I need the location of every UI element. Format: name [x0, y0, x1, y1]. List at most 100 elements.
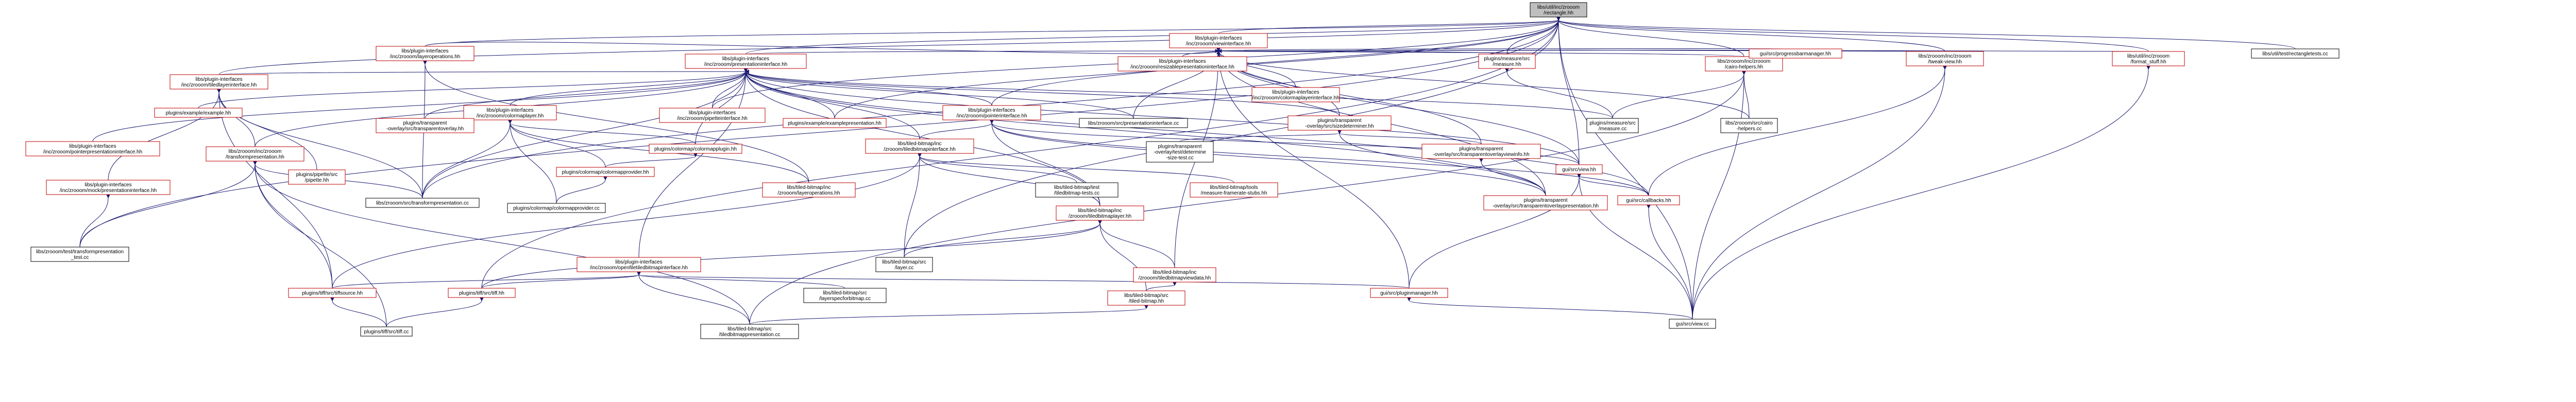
file-node-label: libs/zrooom/src/transformpresentation.cc — [376, 201, 469, 206]
file-node[interactable]: libs/zrooom/test/transformpresentation_t… — [30, 247, 129, 262]
file-node[interactable]: libs/zrooom/inc/zrooom/cairo-helpers.hh — [1705, 56, 1783, 72]
file-node[interactable]: libs/tiled-bitmap/inc/zrooom/tiledbitmap… — [1056, 205, 1144, 221]
file-node[interactable]: libs/zrooom/src/cairo-helpers.cc — [1720, 118, 1778, 133]
file-node-label: libs/tiled-bitmap/inc — [1153, 270, 1196, 275]
file-node[interactable]: libs/util/test/rectangletests.cc — [2251, 48, 2340, 59]
file-node[interactable]: plugins/tiff/src/tiffsource.hh — [288, 288, 377, 298]
file-node[interactable]: plugins/transparent-overlay/test/determi… — [1146, 141, 1214, 163]
file-node-label: libs/plugin-interfaces — [1159, 59, 1206, 64]
file-node[interactable]: plugins/tiff/src/tiff.cc — [360, 326, 413, 337]
include-edge — [904, 156, 920, 258]
include-edge — [219, 92, 256, 147]
file-node[interactable]: libs/plugin-interfaces/inc/zrooom/tiledl… — [170, 74, 268, 90]
file-node[interactable]: libs/util/inc/zrooom/format_stuff.hh — [2112, 51, 2185, 66]
include-edge — [92, 72, 746, 142]
file-node-box — [649, 144, 742, 154]
file-node[interactable]: libs/plugin-interfaces/inc/zrooom/presen… — [685, 54, 807, 69]
file-node[interactable]: libs/tiled-bitmap/test/tiledbitmap-tests… — [1035, 182, 1118, 198]
file-node[interactable]: libs/tiled-bitmap/inc/zrooom/tiledbitmap… — [1133, 267, 1216, 283]
file-node[interactable]: gui/src/view.cc — [1669, 319, 1716, 329]
file-node[interactable]: libs/zrooom/src/transformpresentation.cc — [365, 198, 480, 208]
include-edge — [919, 123, 992, 139]
file-node[interactable]: gui/src/progressbarmanager.hh — [1749, 48, 1842, 59]
file-node[interactable]: gui/src/pluginmanager.hh — [1370, 288, 1448, 298]
file-node-label: plugins/tiff/src/tiff.cc — [364, 329, 409, 335]
file-node-label: plugins/colormap/colormapprovider.hh — [562, 170, 649, 176]
file-node-label: libs/plugin-interfaces — [1272, 90, 1319, 95]
include-edge — [920, 156, 1077, 183]
file-node-label: /inc/zrooom/layeroperations.hh — [390, 54, 461, 60]
file-node-box — [1483, 195, 1608, 211]
file-node-label: libs/tiled-bitmap/src — [727, 326, 772, 332]
file-node[interactable]: plugins/transparent-overlay/src/sizedete… — [1287, 115, 1392, 131]
file-node[interactable]: libs/plugin-interfaces/inc/zrooom/mock/p… — [46, 180, 171, 195]
include-edge — [749, 74, 1744, 325]
file-node[interactable]: gui/src/view.hh — [1555, 164, 1603, 174]
file-node-label: libs/tiled-bitmap/inc — [897, 141, 941, 147]
file-node[interactable]: libs/plugin-interfaces/inc/zrooom/colorm… — [1251, 87, 1340, 102]
file-node-label: /measure.hh — [1493, 62, 1521, 67]
file-node[interactable]: libs/tiled-bitmap/src/tiledbitmappresent… — [700, 324, 799, 339]
file-node-label: /tiled-bitmap.hh — [1129, 299, 1164, 304]
include-edge — [79, 164, 255, 248]
file-node-box — [1251, 87, 1340, 102]
file-node[interactable]: libs/plugin-interfaces/inc/zrooom/resiza… — [1117, 56, 1247, 72]
file-node-box — [2112, 51, 2185, 66]
include-edge — [386, 301, 482, 327]
file-node[interactable]: plugins/example/examplepresentation.hh — [783, 118, 887, 128]
include-edge — [108, 92, 219, 181]
include-edge — [1409, 177, 1579, 289]
file-node-label: /measure-framerate-stubs.hh — [1201, 190, 1267, 196]
file-node[interactable]: libs/zrooom/src/presentationinterface.cc — [1079, 118, 1188, 128]
file-node-label: /zrooom/tiledbitmapinterface.hh — [884, 147, 956, 152]
file-node[interactable]: gui/src/callbacks.hh — [1617, 195, 1680, 205]
file-node[interactable]: plugins/pipette/src/pipette.hh — [288, 169, 346, 185]
file-node-box — [1530, 2, 1587, 18]
file-node[interactable]: libs/tiled-bitmap/inc/zrooom/tiledbitmap… — [865, 138, 974, 154]
file-node[interactable]: libs/plugin-interfaces/inc/zrooom/openfi… — [577, 257, 701, 272]
file-node[interactable]: plugins/measure/src/measure.hh — [1478, 54, 1536, 69]
file-node[interactable]: plugins/measure/src/measure.cc — [1586, 118, 1639, 133]
include-edge — [1692, 69, 2148, 320]
include-edge — [991, 20, 1558, 106]
file-node-label: /inc/zrooom/colormaplayer.hh — [477, 113, 544, 119]
file-node-label: /inc/zrooom/pointerpresentationinterface… — [43, 149, 142, 155]
file-node-label: plugins/pipette/src — [296, 172, 338, 178]
file-node[interactable]: plugins/tiff/src/tiff.hh — [448, 288, 516, 298]
file-node[interactable]: plugins/colormap/colormapplugin.hh — [649, 144, 742, 154]
file-node[interactable]: libs/plugin-interfaces/inc/zrooom/pointe… — [942, 105, 1041, 120]
include-edge — [920, 156, 1234, 183]
file-node[interactable]: libs/zrooom/inc/zrooom/tweak-view.hh — [1906, 51, 1984, 66]
file-node-label: libs/util/test/rectangletests.cc — [2262, 51, 2328, 57]
file-node[interactable]: libs/tiled-bitmap/src/layerspecforbitmap… — [803, 288, 887, 303]
file-node[interactable]: plugins/colormap/colormapprovider.hh — [556, 167, 655, 177]
file-node-box — [288, 169, 346, 185]
file-node[interactable]: libs/plugin-interfaces/inc/zrooom/viewin… — [1169, 33, 1268, 48]
file-node[interactable]: libs/plugin-interfaces/inc/zrooom/colorm… — [463, 105, 557, 120]
file-node[interactable]: plugins/transparent-overlay/src/transpar… — [376, 118, 474, 133]
file-node-label: libs/plugin-interfaces — [968, 108, 1015, 113]
file-node-box — [1749, 48, 1842, 59]
file-node-box — [365, 198, 480, 208]
file-node-label: libs/tiled-bitmap/inc — [1078, 208, 1122, 214]
file-node-box — [783, 118, 887, 128]
include-edge — [510, 123, 557, 204]
file-node[interactable]: libs/tiled-bitmap/src/layer.cc — [875, 257, 933, 272]
file-node-label: gui/src/view.hh — [1562, 167, 1596, 173]
file-node[interactable]: libs/tiled-bitmap/tools/measure-framerat… — [1190, 182, 1278, 198]
include-edge — [422, 123, 510, 199]
file-node[interactable]: libs/plugin-interfaces/inc/zrooom/pointe… — [25, 141, 160, 156]
file-node[interactable]: libs/tiled-bitmap/src/tiled-bitmap.hh — [1107, 290, 1185, 306]
file-node[interactable]: plugins/transparent-overlay/src/transpar… — [1483, 195, 1608, 211]
root-file-node: libs/util/inc/zrooom/rectangle.hh — [1530, 2, 1587, 18]
file-node-box — [865, 138, 974, 154]
file-node-label: -overlay/src/sizedeterminer.hh — [1305, 124, 1374, 129]
file-node[interactable]: plugins/example/example.hh — [154, 108, 243, 118]
file-node[interactable]: libs/tiled-bitmap/inc/zrooom/layeroperat… — [762, 182, 856, 198]
include-edge — [219, 92, 333, 289]
file-node[interactable]: plugins/colormap/colormapprovider.cc — [507, 203, 606, 213]
file-node[interactable]: libs/plugin-interfaces/inc/zrooom/pipett… — [659, 108, 766, 123]
file-node[interactable]: libs/plugin-interfaces/inc/zrooom/layero… — [376, 46, 474, 61]
file-node[interactable]: libs/zrooom/inc/zrooom/transformpresenta… — [206, 146, 304, 162]
file-node[interactable]: plugins/transparent-overlay/src/transpar… — [1421, 144, 1541, 159]
